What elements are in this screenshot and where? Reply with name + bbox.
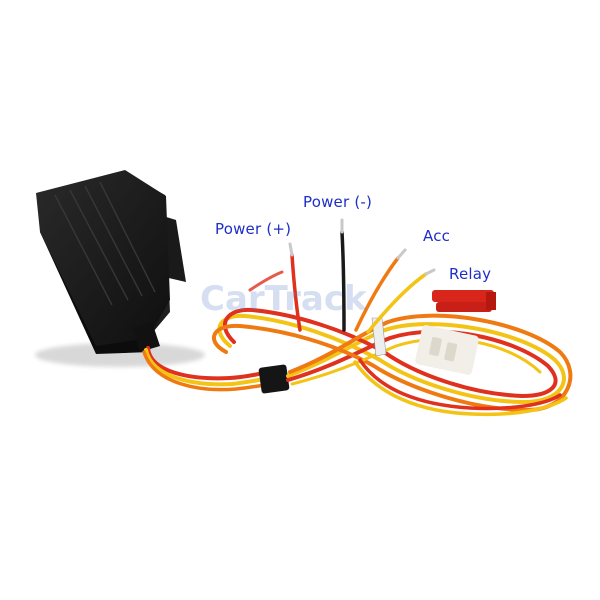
white-connector <box>415 325 479 375</box>
tracker-box <box>36 170 186 354</box>
cable-gland <box>132 322 160 352</box>
watermark-text: CarTrack <box>200 279 368 319</box>
box-ridges <box>54 181 156 306</box>
box-top-face <box>36 170 170 346</box>
label-power-plus: Power (+) <box>215 220 292 238</box>
device-shadow <box>35 343 205 367</box>
wire-harness <box>142 218 573 417</box>
label-power-minus: Power (-) <box>303 193 373 211</box>
label-relay: Relay <box>449 265 492 283</box>
label-acc: Acc <box>423 227 451 245</box>
red-connectors <box>432 290 496 312</box>
